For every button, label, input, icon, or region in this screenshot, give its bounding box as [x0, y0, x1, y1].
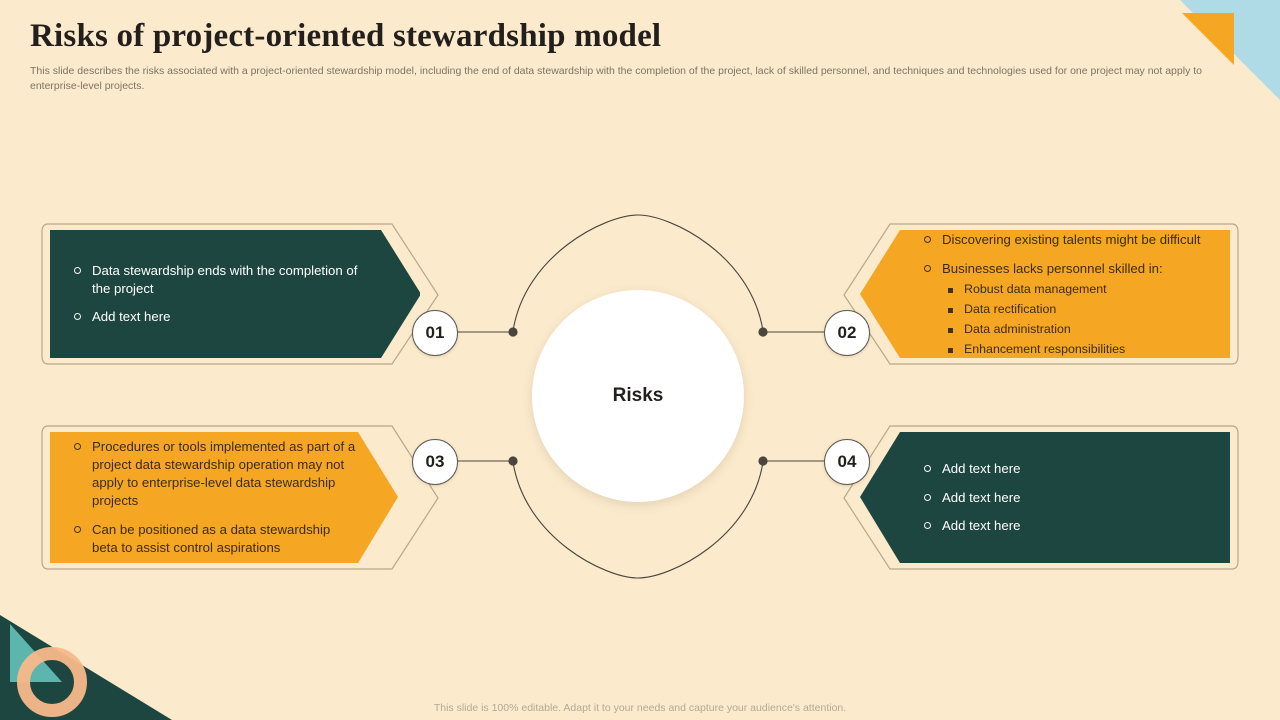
- list-item: Data stewardship ends with the completio…: [72, 262, 368, 298]
- card-03[interactable]: Procedures or tools implemented as part …: [40, 420, 440, 575]
- list-item: Procedures or tools implemented as part …: [72, 438, 358, 510]
- list-item: Discovering existing talents might be di…: [922, 231, 1210, 249]
- badge-04[interactable]: 04: [824, 439, 870, 485]
- badge-number: 01: [425, 323, 445, 342]
- sub-list-item: Robust data management: [942, 281, 1210, 298]
- sub-list-item: Data administration: [942, 321, 1210, 338]
- card-02-outline: [843, 223, 1239, 365]
- card-04-bullets: Add text here Add text here Add text her…: [860, 460, 1230, 536]
- sub-list-item: Enhancement responsibilities: [942, 341, 1210, 358]
- bullet-text: Procedures or tools implemented as part …: [92, 439, 356, 508]
- list-item: Can be positioned as a data stewardship …: [72, 521, 358, 557]
- bullet-text: Data stewardship ends with the completio…: [92, 262, 358, 296]
- center-label: Risks: [612, 385, 664, 406]
- badge-number: 02: [837, 323, 857, 342]
- subbullet-text: Robust data management: [964, 282, 1107, 297]
- list-item: Add text here: [72, 308, 368, 326]
- card-01[interactable]: Data stewardship ends with the completio…: [40, 218, 440, 370]
- card-03-outline: [41, 425, 439, 570]
- card-02-body: Discovering existing talents might be di…: [860, 230, 1230, 358]
- top-right-orange-triangle-decoration: [1182, 13, 1234, 65]
- card-01-outline: [41, 223, 439, 365]
- subbullet-text: Data rectification: [964, 302, 1057, 317]
- bullet-text: Add text here: [942, 518, 1021, 534]
- list-item: Businesses lacks personnel skilled in: R…: [922, 260, 1210, 358]
- bullet-text: Add text here: [942, 489, 1021, 505]
- list-item: Add text here: [922, 460, 1210, 478]
- card-03-bullets: Procedures or tools implemented as part …: [50, 438, 398, 557]
- badge-01[interactable]: 01: [412, 310, 458, 356]
- card-04-outline: [843, 425, 1239, 570]
- list-item: Add text here: [922, 489, 1210, 507]
- bullet-text: Can be positioned as a data stewardship …: [92, 521, 331, 555]
- badge-02[interactable]: 02: [824, 310, 870, 356]
- footer-note: This slide is 100% editable. Adapt it to…: [433, 702, 847, 714]
- card-02-subbullets: Robust data management Data rectificatio…: [942, 281, 1210, 357]
- badge-number: 04: [837, 452, 857, 471]
- card-02-bullets: Discovering existing talents might be di…: [860, 231, 1230, 358]
- card-02[interactable]: Discovering existing talents might be di…: [842, 218, 1240, 370]
- subbullet-text: Data administration: [964, 321, 1071, 336]
- subbullet-text: Enhancement responsibilities: [964, 341, 1126, 356]
- card-01-bullets: Data stewardship ends with the completio…: [50, 262, 420, 327]
- header: Risks of project-oriented stewardship mo…: [30, 18, 1255, 94]
- bullet-text: Add text here: [92, 309, 171, 325]
- list-item: Add text here: [922, 517, 1210, 535]
- sub-list-item: Data rectification: [942, 301, 1210, 318]
- bullet-text: Discovering existing talents might be di…: [942, 231, 1201, 247]
- card-04[interactable]: Add text here Add text here Add text her…: [842, 420, 1240, 575]
- card-01-body: Data stewardship ends with the completio…: [50, 230, 420, 358]
- page-subtitle: This slide describes the risks associate…: [30, 64, 1202, 92]
- card-04-body: Add text here Add text here Add text her…: [860, 432, 1230, 563]
- bullet-text: Add text here: [942, 460, 1021, 476]
- badge-03[interactable]: 03: [412, 439, 458, 485]
- badge-number: 03: [425, 452, 445, 471]
- card-03-body: Procedures or tools implemented as part …: [50, 432, 398, 563]
- bullet-text: Businesses lacks personnel skilled in:: [942, 260, 1163, 276]
- page-title: Risks of project-oriented stewardship mo…: [30, 18, 662, 54]
- center-circle: Risks: [532, 290, 744, 502]
